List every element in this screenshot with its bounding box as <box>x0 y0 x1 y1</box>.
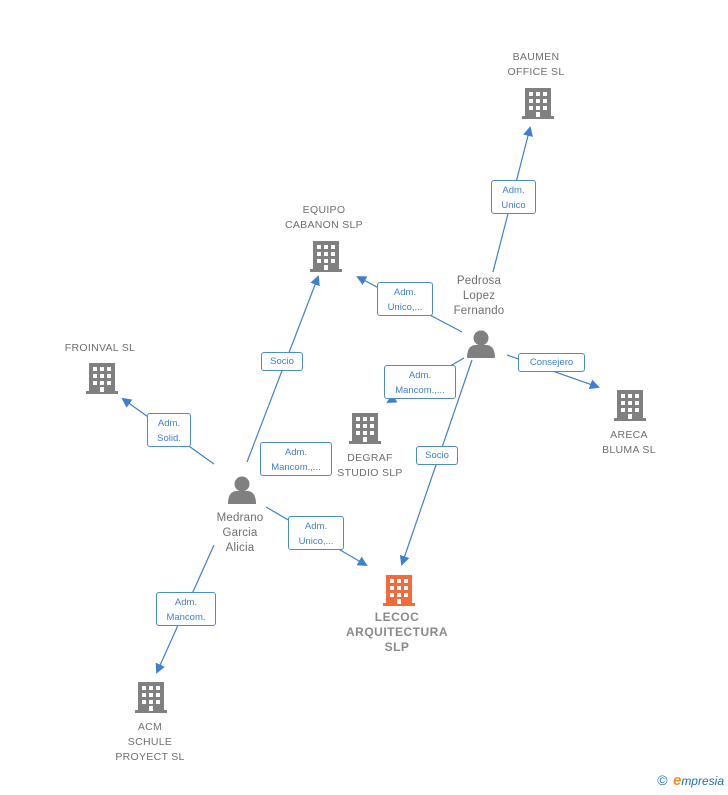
copyright-symbol: © <box>657 772 668 788</box>
building-icon-equipo[interactable] <box>310 241 342 272</box>
relation-label-degraf-pedrosa: Adm. Mancom.,... <box>384 365 456 399</box>
relation-label-baumen: Adm. Unico <box>491 180 536 214</box>
node-label-areca[interactable]: ARECA BLUMA SL <box>602 429 656 456</box>
node-label-lecoc[interactable]: LECOC ARQUITECTURA SLP <box>346 610 448 654</box>
building-icon-froinval[interactable] <box>86 363 118 394</box>
building-icon-lecoc[interactable] <box>383 575 415 606</box>
relation-label-equipo-pedrosa: Adm. Unico,... <box>377 282 433 316</box>
empresia-logo[interactable]: © empresia <box>657 772 724 789</box>
relation-label-acm: Adm. Mancom. <box>156 592 216 626</box>
node-label-medrano[interactable]: Medrano Garcia Alicia <box>216 512 264 554</box>
node-label-acm[interactable]: ACM SCHULE PROYECT SL <box>115 721 185 763</box>
relation-label-equipo-medrano: Socio <box>261 352 303 371</box>
relation-label-areca: Consejero <box>518 353 585 372</box>
node-label-froinval[interactable]: FROINVAL SL <box>64 342 136 354</box>
building-icon-acm[interactable] <box>135 682 167 713</box>
node-label-degraf[interactable]: DEGRAF STUDIO SLP <box>337 452 403 479</box>
node-label-baumen[interactable]: BAUMEN OFFICE SL <box>507 51 565 78</box>
building-icon-degraf[interactable] <box>349 413 381 444</box>
brand-name: mpresia <box>681 774 724 788</box>
person-icon-medrano[interactable] <box>228 476 256 505</box>
relation-label-lecoc-pedrosa: Socio <box>416 446 458 465</box>
node-label-equipo[interactable]: EQUIPO CABANON SLP <box>285 204 363 231</box>
building-icon-baumen[interactable] <box>522 88 554 119</box>
node-label-pedrosa[interactable]: Pedrosa Lopez Fernando <box>453 275 505 317</box>
relation-label-froinval: Adm. Solid. <box>147 413 191 447</box>
building-icon-areca[interactable] <box>614 390 646 421</box>
relation-label-degraf-medrano: Adm. Mancom.,... <box>260 442 332 476</box>
relation-label-lecoc-medrano: Adm. Unico,... <box>288 516 344 550</box>
person-icon-pedrosa[interactable] <box>467 330 495 359</box>
brand-initial: e <box>672 772 682 789</box>
